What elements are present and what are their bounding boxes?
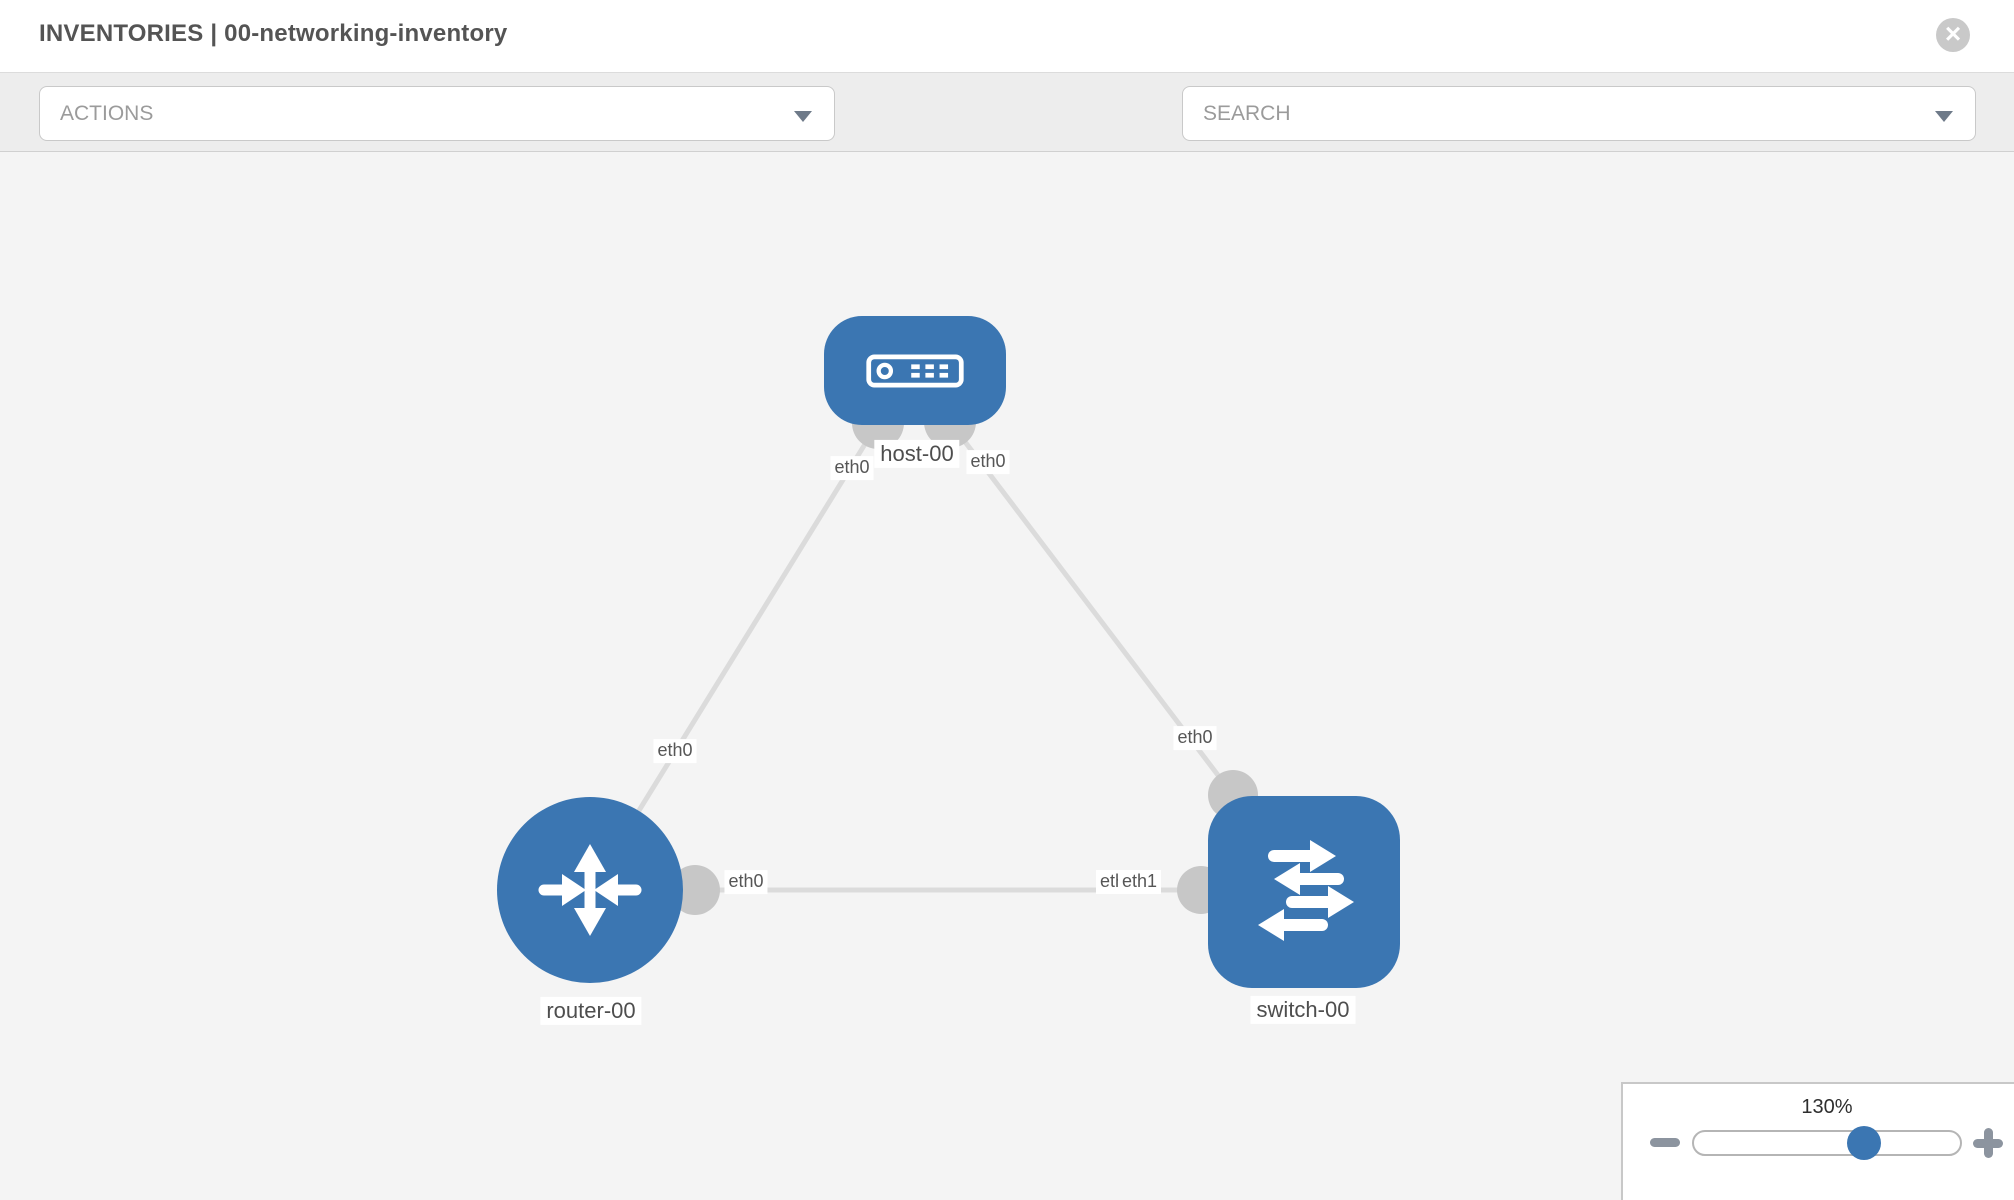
server-icon xyxy=(866,353,964,388)
interface-label: eth0 xyxy=(830,456,874,480)
interface-label: eth0 xyxy=(724,870,768,894)
interface-label: eth0 xyxy=(1173,726,1217,750)
zoom-slider-track[interactable] xyxy=(1692,1130,1962,1156)
interface-label: eth0 xyxy=(653,739,697,763)
node-host-00[interactable] xyxy=(824,316,1006,425)
node-label-switch: switch-00 xyxy=(1250,995,1356,1025)
router-icon xyxy=(538,844,642,936)
title-separator: | xyxy=(210,20,218,47)
switch-icon xyxy=(1258,840,1354,941)
search-input[interactable] xyxy=(1183,87,1975,140)
plus-icon xyxy=(1983,1128,1993,1158)
node-label-host: host-00 xyxy=(874,439,960,469)
interface-label: eth0 xyxy=(966,450,1010,474)
search-dropdown[interactable] xyxy=(1182,86,1976,141)
zoom-panel: 130% xyxy=(1621,1082,2014,1200)
close-icon[interactable]: × xyxy=(1936,18,1970,52)
chevron-down-icon xyxy=(794,111,812,122)
zoom-slider-knob[interactable] xyxy=(1847,1126,1881,1160)
panel-header: INVENTORIES | 00-networking-inventory × xyxy=(0,0,2014,72)
interface-dot xyxy=(670,865,720,915)
node-switch-00[interactable] xyxy=(1208,796,1400,988)
zoom-level-value: 130% xyxy=(1801,1096,1853,1118)
zoom-in-button[interactable] xyxy=(1973,1128,2003,1158)
page-title: INVENTORIES | 00-networking-inventory xyxy=(39,20,507,48)
interface-label: eth1 xyxy=(1118,870,1162,894)
node-router-00[interactable] xyxy=(497,797,683,983)
title-prefix: INVENTORIES xyxy=(39,20,204,47)
inventory-name: 00-networking-inventory xyxy=(224,20,508,47)
toolbar xyxy=(0,72,2014,204)
node-label-router: router-00 xyxy=(540,996,642,1026)
topology-canvas[interactable]: host-00 router-00 switch-00 eth0 eth0 et… xyxy=(0,152,2014,1200)
actions-dropdown-input[interactable] xyxy=(40,87,834,140)
actions-dropdown[interactable] xyxy=(39,86,835,141)
topology-links-layer xyxy=(587,396,1258,915)
zoom-out-button[interactable] xyxy=(1650,1138,1680,1147)
chevron-down-icon xyxy=(1935,111,1953,122)
